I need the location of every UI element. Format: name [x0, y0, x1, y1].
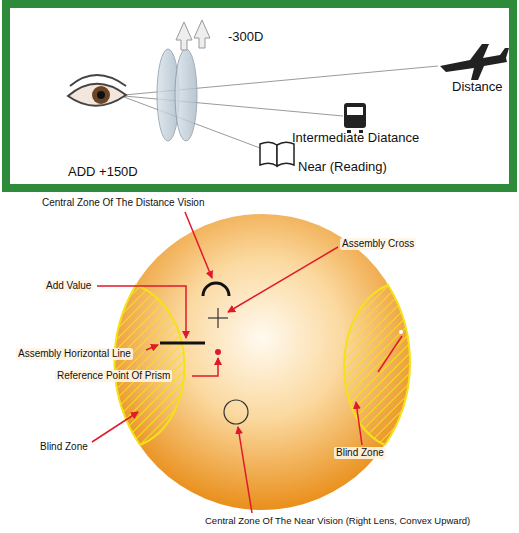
- lens-dot: [399, 330, 403, 334]
- power-label: -300D: [228, 30, 263, 45]
- part-label: Assembly Cross: [340, 238, 416, 250]
- near-zone-circle: [224, 400, 248, 424]
- part-label: Blind Zone: [334, 447, 386, 459]
- panel-frame: [6, 4, 513, 188]
- part-label: Reference Point Of Prism: [55, 370, 172, 382]
- part-label: Central Zone Of The Distance Vision: [42, 197, 205, 209]
- assembly-cross: [208, 308, 228, 328]
- part-label: Add Value: [44, 280, 93, 292]
- bus: [344, 103, 366, 133]
- airplane: [440, 44, 509, 80]
- blind-zone-right: [344, 285, 410, 445]
- near-label: Near (Reading): [298, 160, 387, 175]
- book: [260, 142, 294, 166]
- part-label: Central Zone Of The Near Vision (Right L…: [205, 516, 470, 527]
- prism-reference-point: [215, 349, 221, 355]
- lens: [114, 214, 410, 510]
- assembly-horizontal-line: [160, 342, 205, 345]
- lenses: [157, 20, 210, 141]
- intermediate-label: Intermediate Diatance: [292, 131, 419, 146]
- add-label: ADD +150D: [68, 165, 138, 180]
- leader-lines: [92, 212, 402, 513]
- part-label: Blind Zone: [40, 441, 88, 453]
- distance-label: Distance: [452, 80, 503, 95]
- eye: [68, 75, 126, 106]
- part-label: Assembly Horizontal Line: [16, 348, 133, 360]
- distance-zone-arc: [203, 283, 229, 296]
